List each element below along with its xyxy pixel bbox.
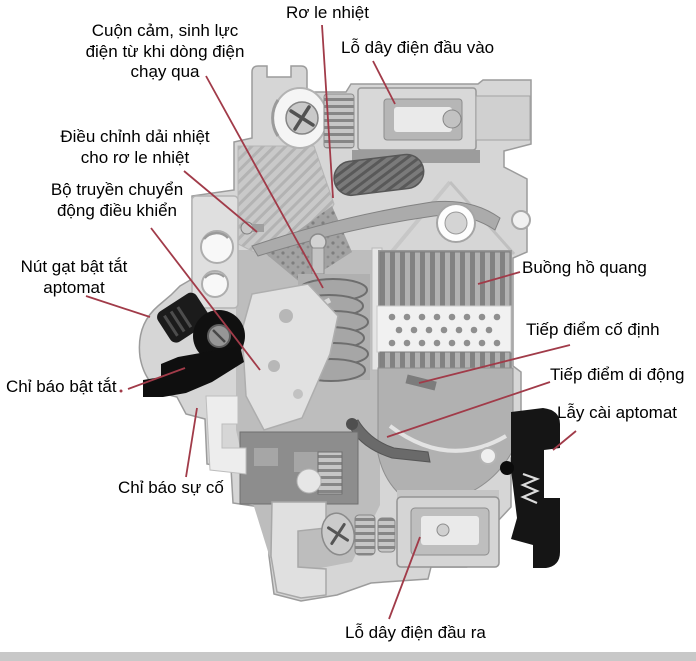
label-arc-chamber: Buồng hồ quang xyxy=(522,258,647,277)
label-moving-contact: Tiếp điểm di động xyxy=(550,365,685,384)
label-onoff-indicator: Chỉ báo bật tắt xyxy=(6,377,117,396)
leader-thermal-relay xyxy=(321,24,334,199)
leader-input-hole xyxy=(372,60,396,105)
arc-chute xyxy=(376,250,512,370)
label-coil: Cuộn cảm, sinh lực điện từ khi dòng điện… xyxy=(85,21,245,82)
leader-output-hole xyxy=(388,536,421,620)
din-rail-latch xyxy=(500,408,560,568)
leader-onoff-indicator xyxy=(127,367,186,390)
moving-contact xyxy=(347,419,431,463)
terminal-screw-head xyxy=(321,512,355,556)
leader-latch xyxy=(552,430,577,451)
label-fixed-contact: Tiếp điểm cố định xyxy=(526,320,660,339)
label-transmission: Bộ truyền chuyển động điều khiển xyxy=(50,180,184,220)
arc-plate-rivets xyxy=(388,313,501,347)
leader-transmission xyxy=(150,227,261,371)
label-din-latch: Lẫy cài aptomat xyxy=(557,403,678,422)
leader-fault-indicator xyxy=(185,407,198,478)
label-thermal-relay: Rơ le nhiệt xyxy=(286,3,369,22)
leader-arc-chamber xyxy=(477,271,521,285)
label-input-wire-hole: Lỗ dây điện đầu vào xyxy=(341,38,495,57)
case-holes xyxy=(436,203,531,243)
label-fault-indicator: Chỉ báo sự cố xyxy=(118,478,224,497)
toggle-lever xyxy=(143,292,245,397)
fault-indicator-window xyxy=(205,395,247,475)
heater-winding xyxy=(333,153,425,197)
leader-lines xyxy=(85,24,577,620)
label-toggle-switch: Nút gạt bật tắt aptomat xyxy=(20,257,128,297)
leader-fixed-contact xyxy=(418,344,571,384)
output-terminal xyxy=(270,490,500,599)
bottom-edge-strip xyxy=(0,652,696,661)
leader-coil xyxy=(205,75,324,289)
latch-spring xyxy=(520,472,541,505)
label-output-wire-hole: Lỗ dây điện đầu ra xyxy=(345,623,486,642)
leader-moving-contact xyxy=(386,381,551,438)
leader-toggle xyxy=(85,295,151,318)
trip-mechanism xyxy=(205,283,359,505)
label-thermal-adjust: Điều chỉnh dải nhiệt cho rơ le nhiệt xyxy=(60,127,210,167)
leader-thermal-adjust xyxy=(183,170,258,233)
